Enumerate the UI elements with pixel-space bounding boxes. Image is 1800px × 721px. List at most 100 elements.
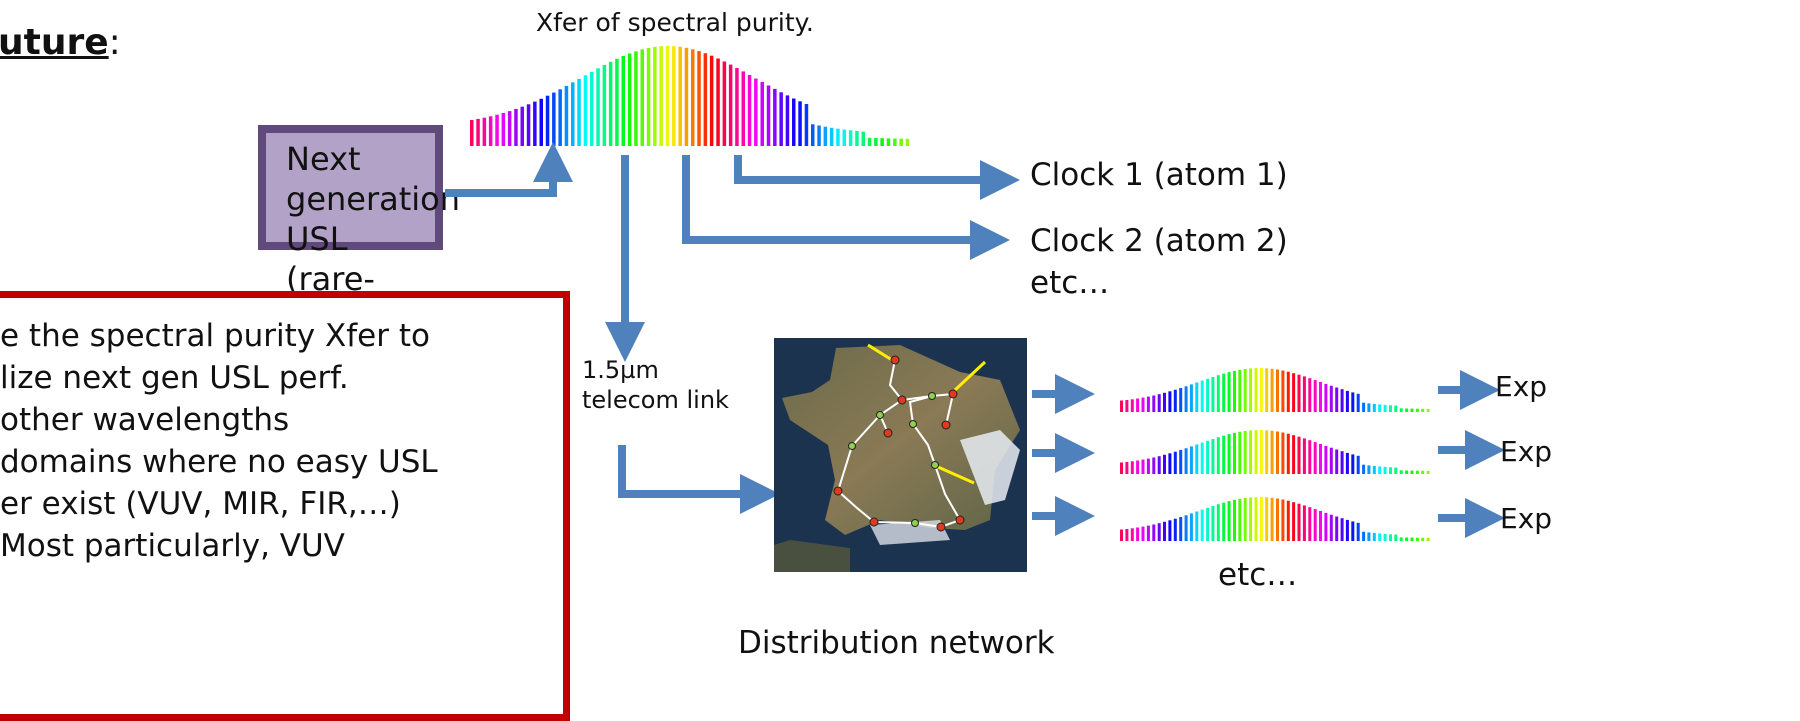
spectrum-line xyxy=(760,82,764,146)
spectrum-line xyxy=(539,98,543,146)
spectrum-line xyxy=(1415,408,1419,412)
spectrum-line xyxy=(728,64,733,146)
spectrum-line xyxy=(1206,440,1210,474)
spectrum-line xyxy=(1184,448,1188,474)
spectrum-line xyxy=(1173,451,1177,474)
spectrum-line xyxy=(1281,370,1285,412)
spectrum-line xyxy=(1415,470,1419,474)
spectrum-line xyxy=(1362,464,1366,474)
spectrum-line xyxy=(1297,503,1301,541)
spectrum-line xyxy=(596,68,600,146)
spectrum-line xyxy=(615,58,619,146)
spectrum-line xyxy=(1179,517,1183,541)
spectrum-line xyxy=(1200,380,1204,412)
spectrum-line xyxy=(1281,499,1285,541)
spectrum-line xyxy=(1426,408,1430,412)
spectrum-line xyxy=(602,65,607,146)
clock-2-label: Clock 2 (atom 2) xyxy=(1030,223,1288,259)
spectrum-line xyxy=(1276,369,1279,412)
spectrum-line xyxy=(823,126,828,146)
red-line: domains where no easy USL xyxy=(0,444,438,480)
spectrum-line xyxy=(1351,454,1355,474)
spectrum-line xyxy=(1319,382,1322,412)
spectrum-line xyxy=(672,46,676,147)
spectrum-line xyxy=(1345,390,1349,412)
spectrum-line xyxy=(1405,408,1409,412)
spectrum-line xyxy=(627,53,632,146)
spectrum-line xyxy=(1372,532,1376,541)
spectrum-line xyxy=(1319,511,1322,541)
spectrum-line xyxy=(1125,400,1129,412)
spectrum-line xyxy=(1254,497,1258,541)
spectrum-line xyxy=(1297,436,1301,474)
spectrum-line xyxy=(665,46,670,146)
spectrum-line xyxy=(703,53,708,147)
spectrum-line xyxy=(1383,533,1387,541)
spectrum-line xyxy=(583,75,588,146)
spectrum-line xyxy=(1233,432,1236,474)
spectrum-line xyxy=(646,48,651,146)
spectrum-line xyxy=(1378,404,1382,412)
spectrum-line xyxy=(640,49,644,146)
spectrum-line xyxy=(1130,528,1134,541)
spectrum-line xyxy=(1130,399,1134,412)
spectrum-line xyxy=(526,104,531,146)
spectrum-line xyxy=(1324,383,1328,412)
spectrum-line xyxy=(741,71,745,146)
spectrum-line xyxy=(659,46,663,147)
spectrum-line xyxy=(1173,518,1177,541)
spectrum-line xyxy=(1238,431,1242,474)
spectrum-line xyxy=(1206,507,1210,541)
spectrum-line xyxy=(722,61,727,146)
spectrum-title: Xfer of spectral purity. xyxy=(536,8,814,37)
spectrum-line xyxy=(678,46,682,146)
red-callout-box xyxy=(0,291,570,721)
spectrum-line xyxy=(1421,537,1425,541)
spectrum-line xyxy=(1168,391,1172,412)
exp-label-1: Exp xyxy=(1495,370,1548,403)
spectrum-line xyxy=(893,138,897,146)
spectrum-line xyxy=(1238,498,1242,541)
spectrum-line xyxy=(709,55,714,147)
spectrum-line xyxy=(1163,392,1166,412)
spectrum-line xyxy=(1313,509,1317,541)
spectrum-line xyxy=(747,75,752,146)
spectrum-line xyxy=(590,71,594,146)
spectrum-line xyxy=(804,104,809,146)
spectrum-line xyxy=(1292,373,1296,412)
spectrum-line xyxy=(1152,395,1156,412)
spectrum-line xyxy=(1259,430,1263,474)
spectrum-line xyxy=(1157,394,1161,412)
arrow-to-clock-2 xyxy=(682,155,1010,260)
spectrum-line xyxy=(1249,368,1253,412)
spectrum-line xyxy=(1292,435,1296,474)
exp-spectrum-2 xyxy=(1120,430,1430,474)
spectrum-line xyxy=(1238,369,1242,412)
spectrum-line xyxy=(1120,529,1123,541)
spectrum-line xyxy=(1351,392,1355,412)
spectrum-line xyxy=(1249,497,1253,541)
spectrum-line xyxy=(1233,370,1236,412)
spectrum-line xyxy=(558,89,562,146)
spectrum-line xyxy=(634,51,638,146)
spectrum-line xyxy=(836,128,840,146)
spectrum-line xyxy=(1356,522,1360,541)
spectrum-line xyxy=(1243,431,1247,474)
spectrum-line xyxy=(1340,518,1344,541)
clocks-etc-label: etc… xyxy=(1030,265,1110,301)
spectrum-line xyxy=(1383,466,1387,474)
heading-text: uture xyxy=(0,22,109,63)
exp-spectrum-1 xyxy=(1120,368,1430,412)
spectrum-line xyxy=(1120,462,1123,474)
spectrum-line xyxy=(1329,514,1333,541)
spectrum-line xyxy=(855,131,859,146)
spectrum-line xyxy=(1141,459,1145,474)
spectrum-line xyxy=(1168,520,1172,541)
spectrum-line xyxy=(1302,505,1306,541)
spectrum-line xyxy=(1168,453,1172,474)
flow-diagram xyxy=(445,46,1505,572)
spectrum-line xyxy=(874,138,878,146)
telecom-line-2: telecom link xyxy=(582,386,729,414)
spectrum-line xyxy=(476,118,480,146)
spectrum-line xyxy=(1286,371,1290,412)
